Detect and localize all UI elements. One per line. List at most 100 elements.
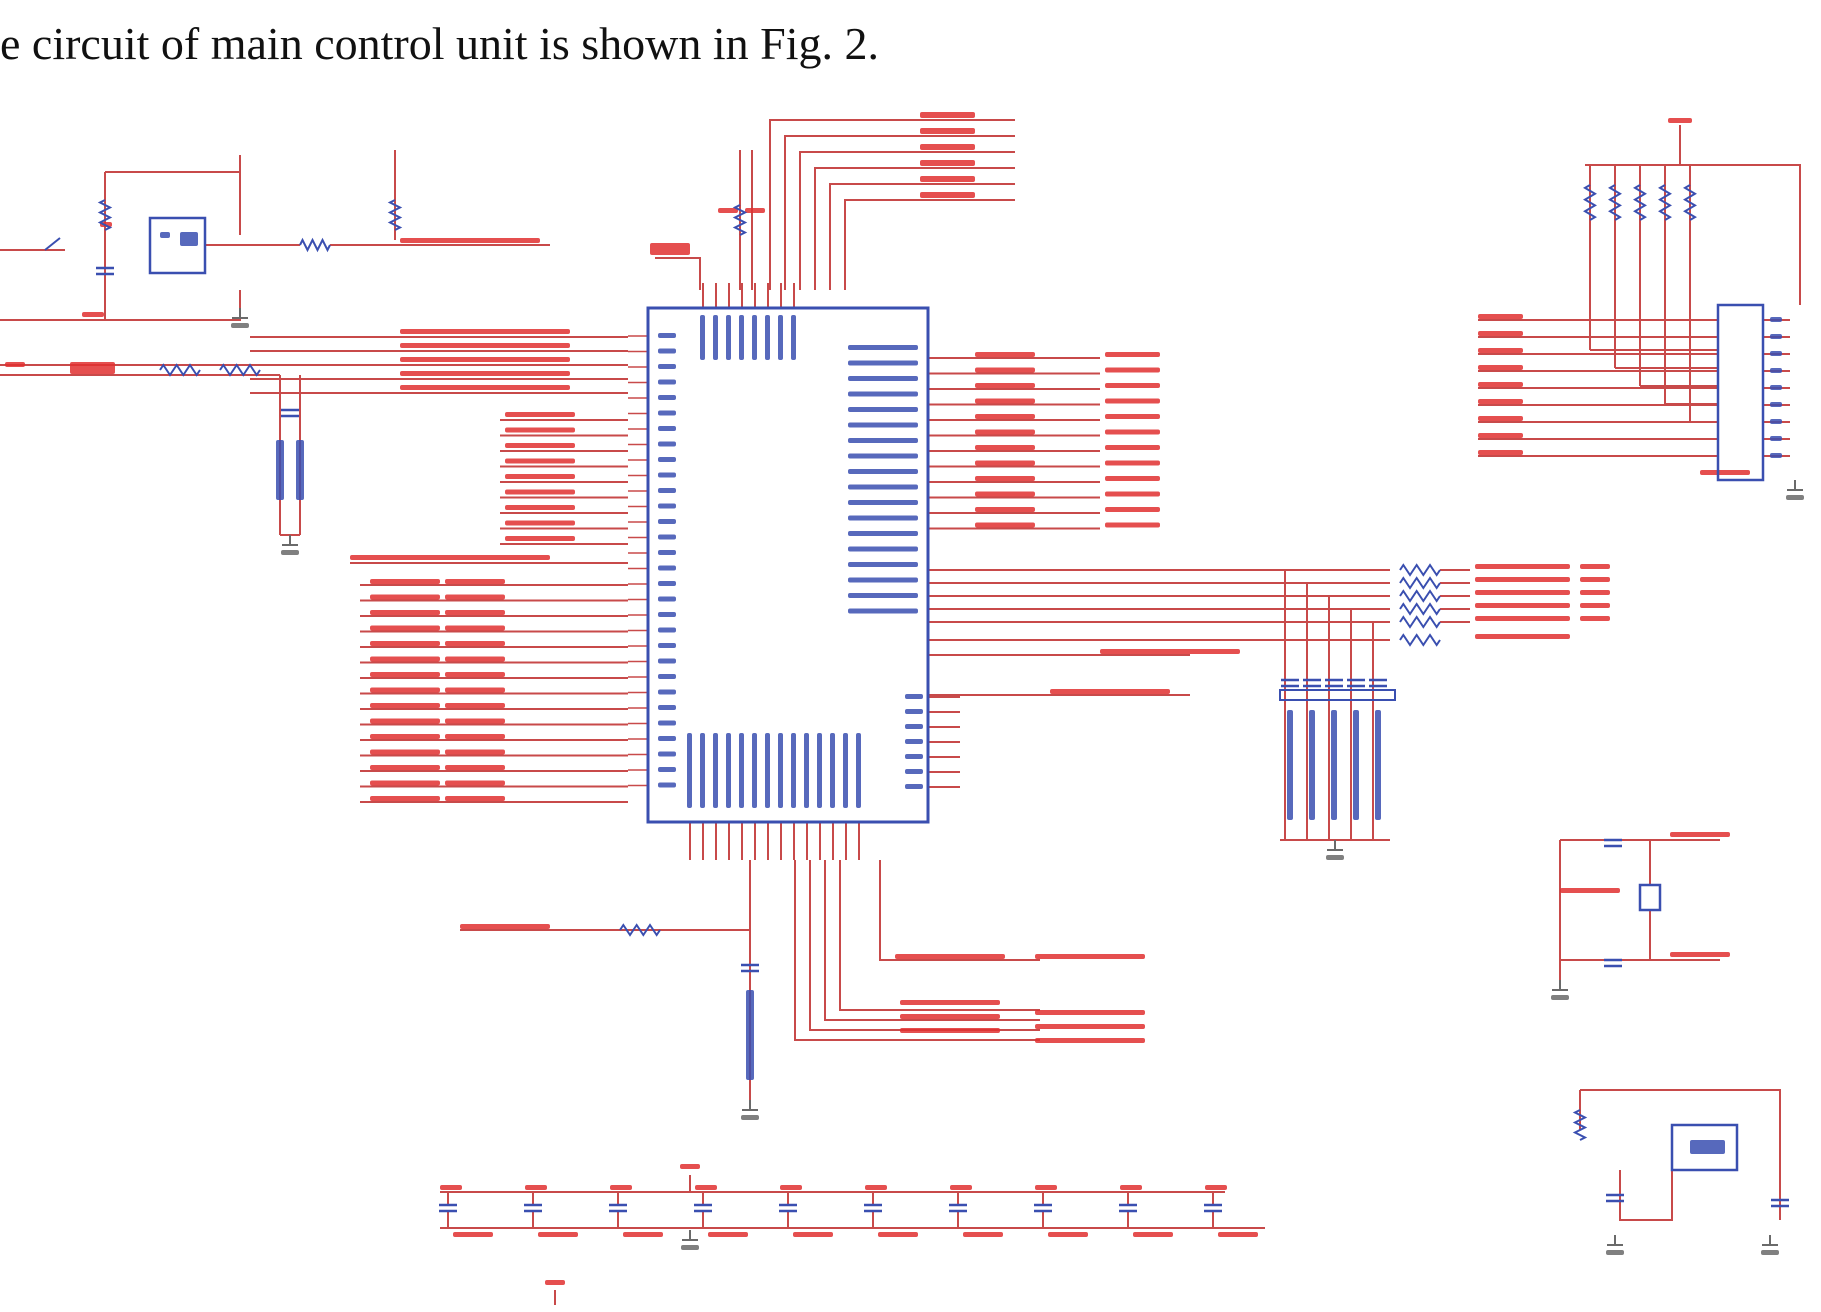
net-label-mark <box>545 1280 565 1285</box>
net-label <box>445 656 505 662</box>
net-label <box>505 458 575 464</box>
pin-label <box>658 705 676 710</box>
pin-label <box>848 376 918 381</box>
pin-label <box>658 581 676 586</box>
net-label <box>1478 331 1523 336</box>
net-label-mark <box>400 238 540 243</box>
pin-label <box>658 503 676 509</box>
pin-label <box>905 754 923 759</box>
pin-label <box>848 546 918 552</box>
pin-label <box>658 689 676 695</box>
resistor <box>619 923 661 937</box>
wire <box>655 257 701 290</box>
net-label-mark <box>453 1232 493 1237</box>
net-label-mark <box>5 362 25 367</box>
net-label <box>1105 460 1160 466</box>
net-label <box>445 625 505 631</box>
net-label <box>1475 616 1570 621</box>
net-label-layer <box>5 112 1804 1285</box>
pin-label <box>848 360 918 366</box>
net-label <box>975 476 1035 481</box>
wire <box>784 135 1015 290</box>
net-label-mark <box>1100 649 1240 654</box>
net-label-mark <box>1690 1140 1725 1154</box>
net-label <box>1105 445 1160 450</box>
net-label <box>1580 603 1610 608</box>
pin-label <box>739 315 744 360</box>
net-label-mark <box>1770 351 1782 356</box>
net-label <box>1478 314 1523 319</box>
net-label-mark <box>1035 1010 1145 1015</box>
net-label <box>445 579 505 584</box>
net-label-mark <box>70 362 115 374</box>
pin-label <box>848 577 918 583</box>
body-text-line: e circuit of main control unit is shown … <box>0 18 880 69</box>
pin-label <box>658 441 676 447</box>
net-label <box>370 594 440 600</box>
net-label-mark <box>1770 453 1782 458</box>
pin-label <box>843 733 848 808</box>
resistor <box>1399 589 1441 603</box>
pin-label <box>905 709 923 714</box>
resistor <box>1633 184 1647 221</box>
pin-label <box>752 315 757 360</box>
resistor <box>159 363 201 377</box>
net-label <box>445 610 505 615</box>
net-label-mark <box>1205 1185 1227 1190</box>
net-label <box>370 780 440 786</box>
pin-label <box>658 596 676 602</box>
net-label-mark <box>1770 317 1782 322</box>
net-label <box>370 610 440 615</box>
ground-symbol <box>231 323 249 328</box>
net-label <box>400 357 570 362</box>
pin-label <box>752 733 757 808</box>
net-label-mark <box>1331 710 1337 820</box>
component-body <box>1638 883 1662 912</box>
net-label-mark <box>708 1232 748 1237</box>
wire <box>105 171 241 235</box>
net-label <box>1475 603 1570 608</box>
pin-label <box>658 348 676 354</box>
wire <box>44 237 61 251</box>
net-label <box>1478 399 1523 404</box>
net-label <box>1475 564 1570 569</box>
net-label-mark <box>296 440 304 500</box>
net-label <box>1580 590 1610 595</box>
net-label <box>370 734 440 739</box>
net-label-mark <box>793 1232 833 1237</box>
pin-label <box>848 500 918 505</box>
net-label <box>445 703 505 708</box>
net-label-mark <box>1050 689 1170 694</box>
net-label <box>445 718 505 724</box>
ground-symbol <box>1551 995 1569 1000</box>
ground-symbol <box>1606 1250 1624 1255</box>
resistor <box>219 363 261 377</box>
pin-label <box>848 515 918 521</box>
pin-label <box>817 733 822 808</box>
wire-layer <box>0 119 1803 1305</box>
pin-label <box>687 733 692 808</box>
resistor <box>1399 615 1441 629</box>
pin-label <box>905 724 923 729</box>
net-label-mark <box>350 555 550 560</box>
component-layer <box>96 184 1789 1213</box>
pin-label <box>905 784 923 789</box>
component-body <box>1716 303 1765 482</box>
net-label-mark <box>718 208 738 213</box>
wire <box>824 860 1040 1021</box>
net-label <box>1478 382 1523 387</box>
resistor <box>1683 184 1697 221</box>
pin-label <box>848 391 918 397</box>
net-label-mark <box>1120 1185 1142 1190</box>
net-label <box>400 371 570 376</box>
net-label <box>1105 398 1160 404</box>
net-label <box>505 520 575 526</box>
wire <box>1580 1089 1781 1220</box>
wire <box>829 183 1015 290</box>
pin-label <box>658 736 676 741</box>
wire <box>814 167 1015 290</box>
net-label <box>370 765 440 770</box>
net-label-mark <box>1048 1232 1088 1237</box>
pin-label <box>848 608 918 614</box>
net-label <box>920 160 975 166</box>
